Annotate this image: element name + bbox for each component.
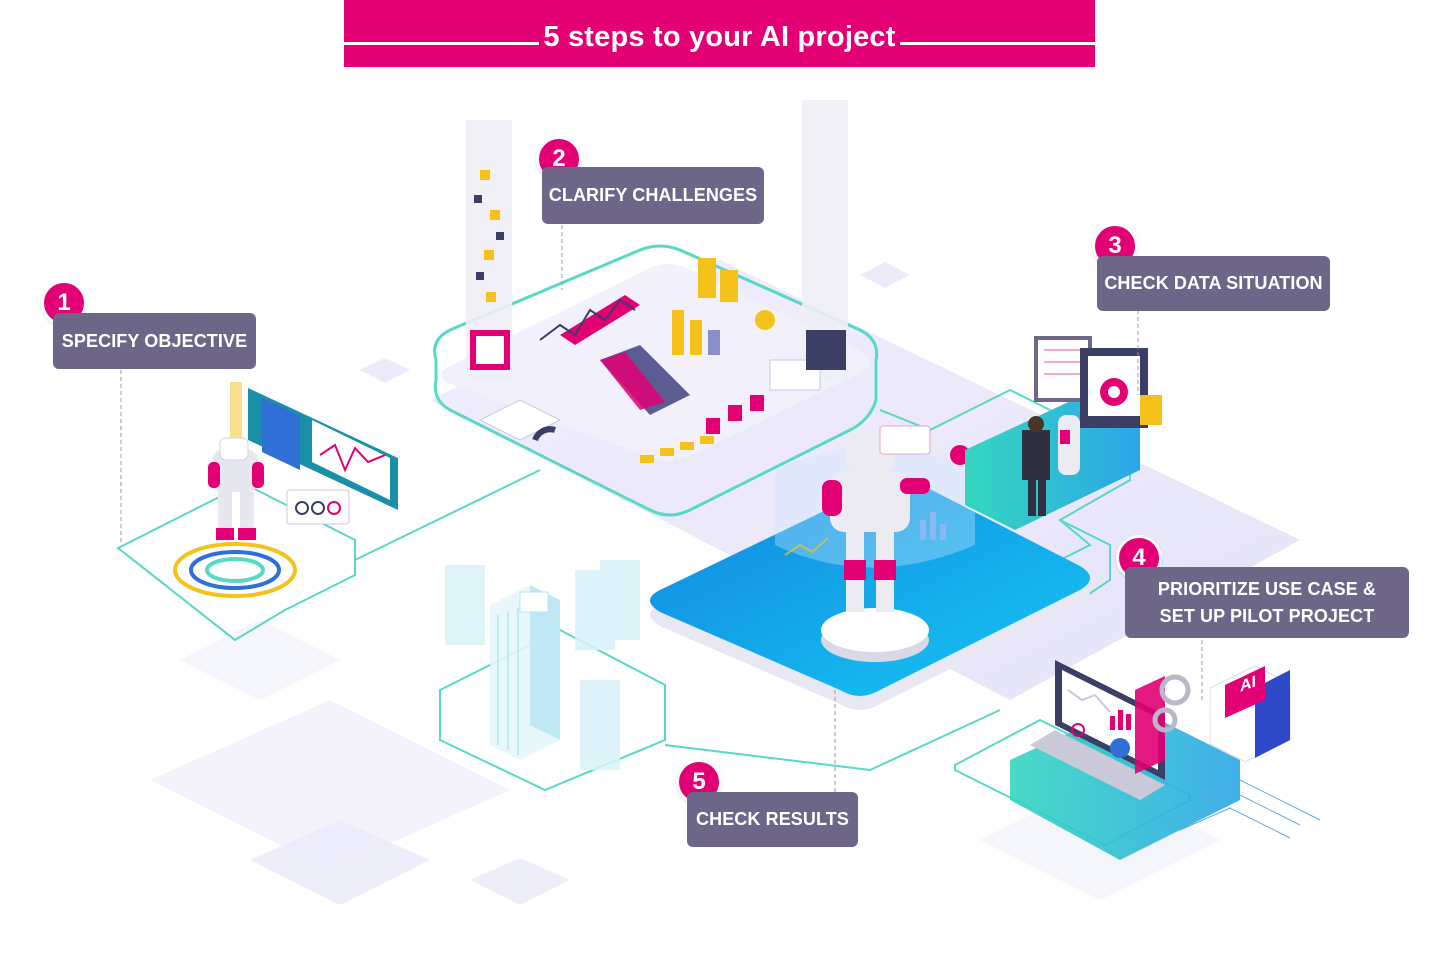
leader-lines (120, 225, 1203, 795)
step-5-label: CHECK RESULTS (687, 792, 858, 847)
step-3-label: CHECK DATA SITUATION (1097, 256, 1330, 311)
step-4-label: PRIORITIZE USE CASE & SET UP PILOT PROJE… (1125, 567, 1409, 638)
pilot-project-scene (1010, 660, 1321, 860)
step-1-label: SPECIFY OBJECTIVE (53, 313, 256, 369)
step-4-label-line-2: SET UP PILOT PROJECT (1159, 605, 1375, 626)
results-scene (445, 560, 640, 770)
objective-scene (173, 382, 398, 598)
banner-rule-left (344, 42, 539, 45)
data-situation-scene (965, 336, 1162, 530)
page-title: 5 steps to your AI project (543, 21, 896, 53)
step-2-label: CLARIFY CHALLENGES (542, 167, 764, 224)
title-banner: 5 steps to your AI project (344, 0, 1095, 67)
challenges-platform (441, 100, 870, 463)
banner-rule-right (900, 42, 1095, 45)
step-4-label-line-1: PRIORITIZE USE CASE & (1157, 578, 1377, 599)
